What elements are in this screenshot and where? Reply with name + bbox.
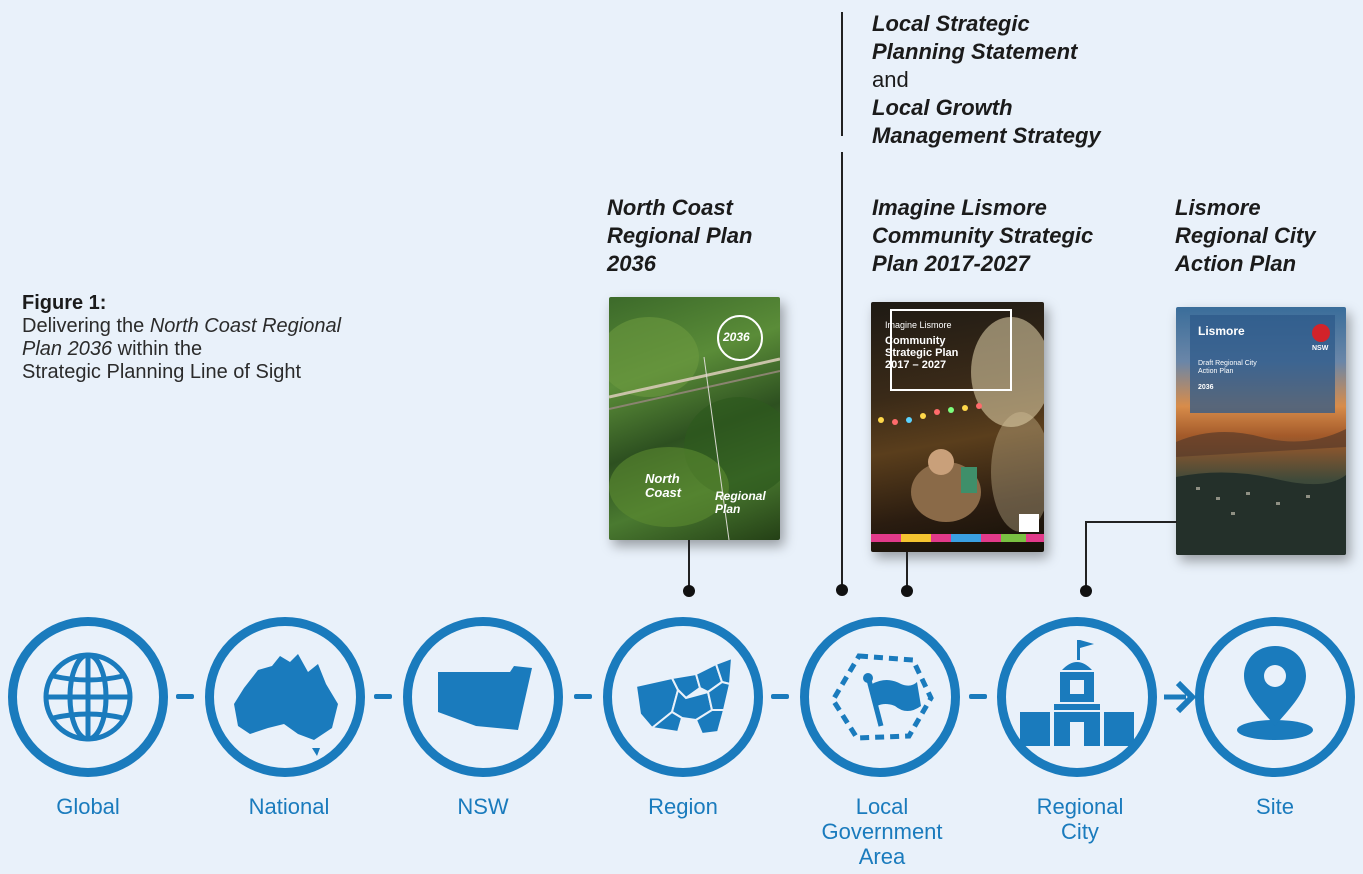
connector-national-nsw xyxy=(374,694,392,699)
flag-in-boundary-icon xyxy=(830,653,934,741)
scale-label-global: Global xyxy=(56,794,120,819)
civic-building-icon xyxy=(1020,640,1134,746)
nsw-logo-text: NSW xyxy=(1312,345,1329,352)
scale-label-national: National xyxy=(248,794,330,819)
doc-title-rcap: Lismore Regional City Action Plan xyxy=(1175,195,1316,276)
csp-cover-art xyxy=(871,309,1044,542)
lsps-line-dot xyxy=(836,584,848,596)
scale-label-region: Region xyxy=(648,794,718,819)
nsw-map-icon xyxy=(438,666,532,730)
rcap-connector-dot xyxy=(1080,585,1092,597)
connector-global-national xyxy=(176,694,194,699)
rcap-cover-title: Lismore xyxy=(1198,324,1245,338)
scale-label-site: Site xyxy=(1256,794,1294,819)
region-circle xyxy=(603,617,763,777)
connector-region-lga xyxy=(771,694,789,699)
rcap-cover-image: Lismore NSW Draft Regional City Action P… xyxy=(1176,307,1346,555)
global-circle xyxy=(8,617,168,777)
csp-cover-title: Community Strategic Plan 2017 – 2027 xyxy=(885,335,959,371)
ncrp-cover-art xyxy=(609,315,780,540)
location-pin-icon xyxy=(1237,646,1313,740)
caption-line1: Delivering the North Coast Regional xyxy=(22,315,342,337)
ncrp-connector xyxy=(688,540,690,590)
connector-lga-regional-city xyxy=(969,694,987,699)
region-map-icon xyxy=(634,656,734,736)
ncrp-badge: 2036 xyxy=(723,330,750,344)
caption-line3: Strategic Planning Line of Sight xyxy=(22,361,302,383)
rcap-connector-vertical xyxy=(1085,521,1087,589)
doc-title-csp: Imagine Lismore Community Strategic Plan… xyxy=(872,195,1094,276)
ncrp-connector-dot xyxy=(683,585,695,597)
scale-label-lga: Local Government Area xyxy=(821,794,943,869)
lsps-line-upper xyxy=(841,12,843,136)
regional-city-circle xyxy=(997,617,1157,777)
rcap-cover-subtitle: Draft Regional City Action Plan xyxy=(1198,360,1257,375)
csp-connector-dot xyxy=(901,585,913,597)
rcap-cover-art xyxy=(1176,315,1346,555)
nsw-circle xyxy=(403,617,563,777)
connector-nsw-region xyxy=(574,694,592,699)
figure-label: Figure 1: xyxy=(22,292,107,314)
scale-label-regional-city: Regional City xyxy=(1036,794,1124,844)
arrow-right-icon xyxy=(1164,680,1196,714)
rcap-cover-year: 2036 xyxy=(1198,384,1214,391)
lsps-line-lower xyxy=(841,152,843,588)
rcap-connector-horizontal xyxy=(1085,521,1177,523)
caption-line2: Plan 2036 within the xyxy=(22,338,203,360)
csp-cover-image: Imagine Lismore Community Strategic Plan… xyxy=(871,302,1044,552)
globe-icon xyxy=(43,652,133,742)
csp-cover-kicker: Imagine Lismore xyxy=(885,320,952,330)
csp-connector xyxy=(906,552,908,590)
australia-map-icon xyxy=(234,654,338,756)
scale-label-nsw: NSW xyxy=(457,794,509,819)
lga-circle xyxy=(800,617,960,777)
lsps-heading: Local Strategic Planning Statement and L… xyxy=(872,11,1101,148)
site-circle xyxy=(1195,617,1355,777)
doc-title-ncrp: North Coast Regional Plan 2036 xyxy=(607,195,753,276)
figure-caption: Figure 1: Delivering the North Coast Reg… xyxy=(22,292,542,384)
national-circle xyxy=(205,617,365,777)
